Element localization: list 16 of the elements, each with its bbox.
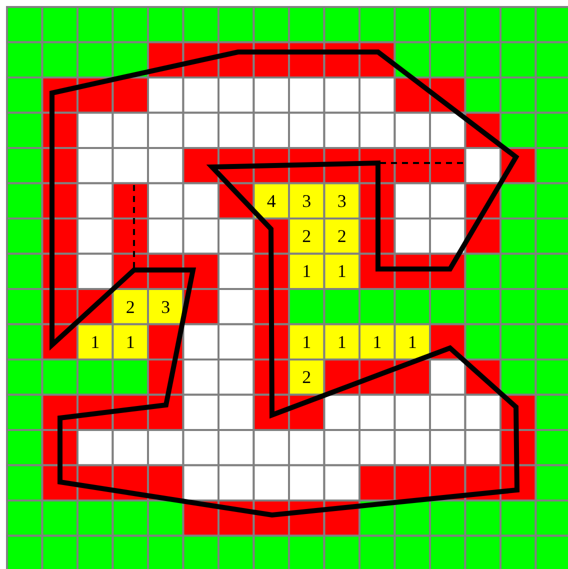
cell-number: 2 — [337, 226, 346, 246]
cell-number: 1 — [337, 332, 346, 352]
cell-number: 1 — [90, 332, 100, 352]
cell-number: 1 — [302, 261, 312, 282]
cell-number: 2 — [302, 226, 312, 246]
cell-number: 3 — [161, 296, 170, 317]
cell-number: 1 — [408, 332, 417, 352]
cell-number: 1 — [126, 332, 135, 352]
cell-number: 4 — [266, 190, 276, 211]
cell-number: 1 — [337, 261, 346, 282]
cell-number: 3 — [302, 190, 312, 211]
cell-number: 1 — [372, 332, 382, 352]
cell-number: 2 — [126, 296, 135, 317]
cell-number: 3 — [337, 190, 346, 211]
cell-number: 1 — [302, 332, 312, 352]
cell-number: 2 — [302, 367, 312, 388]
